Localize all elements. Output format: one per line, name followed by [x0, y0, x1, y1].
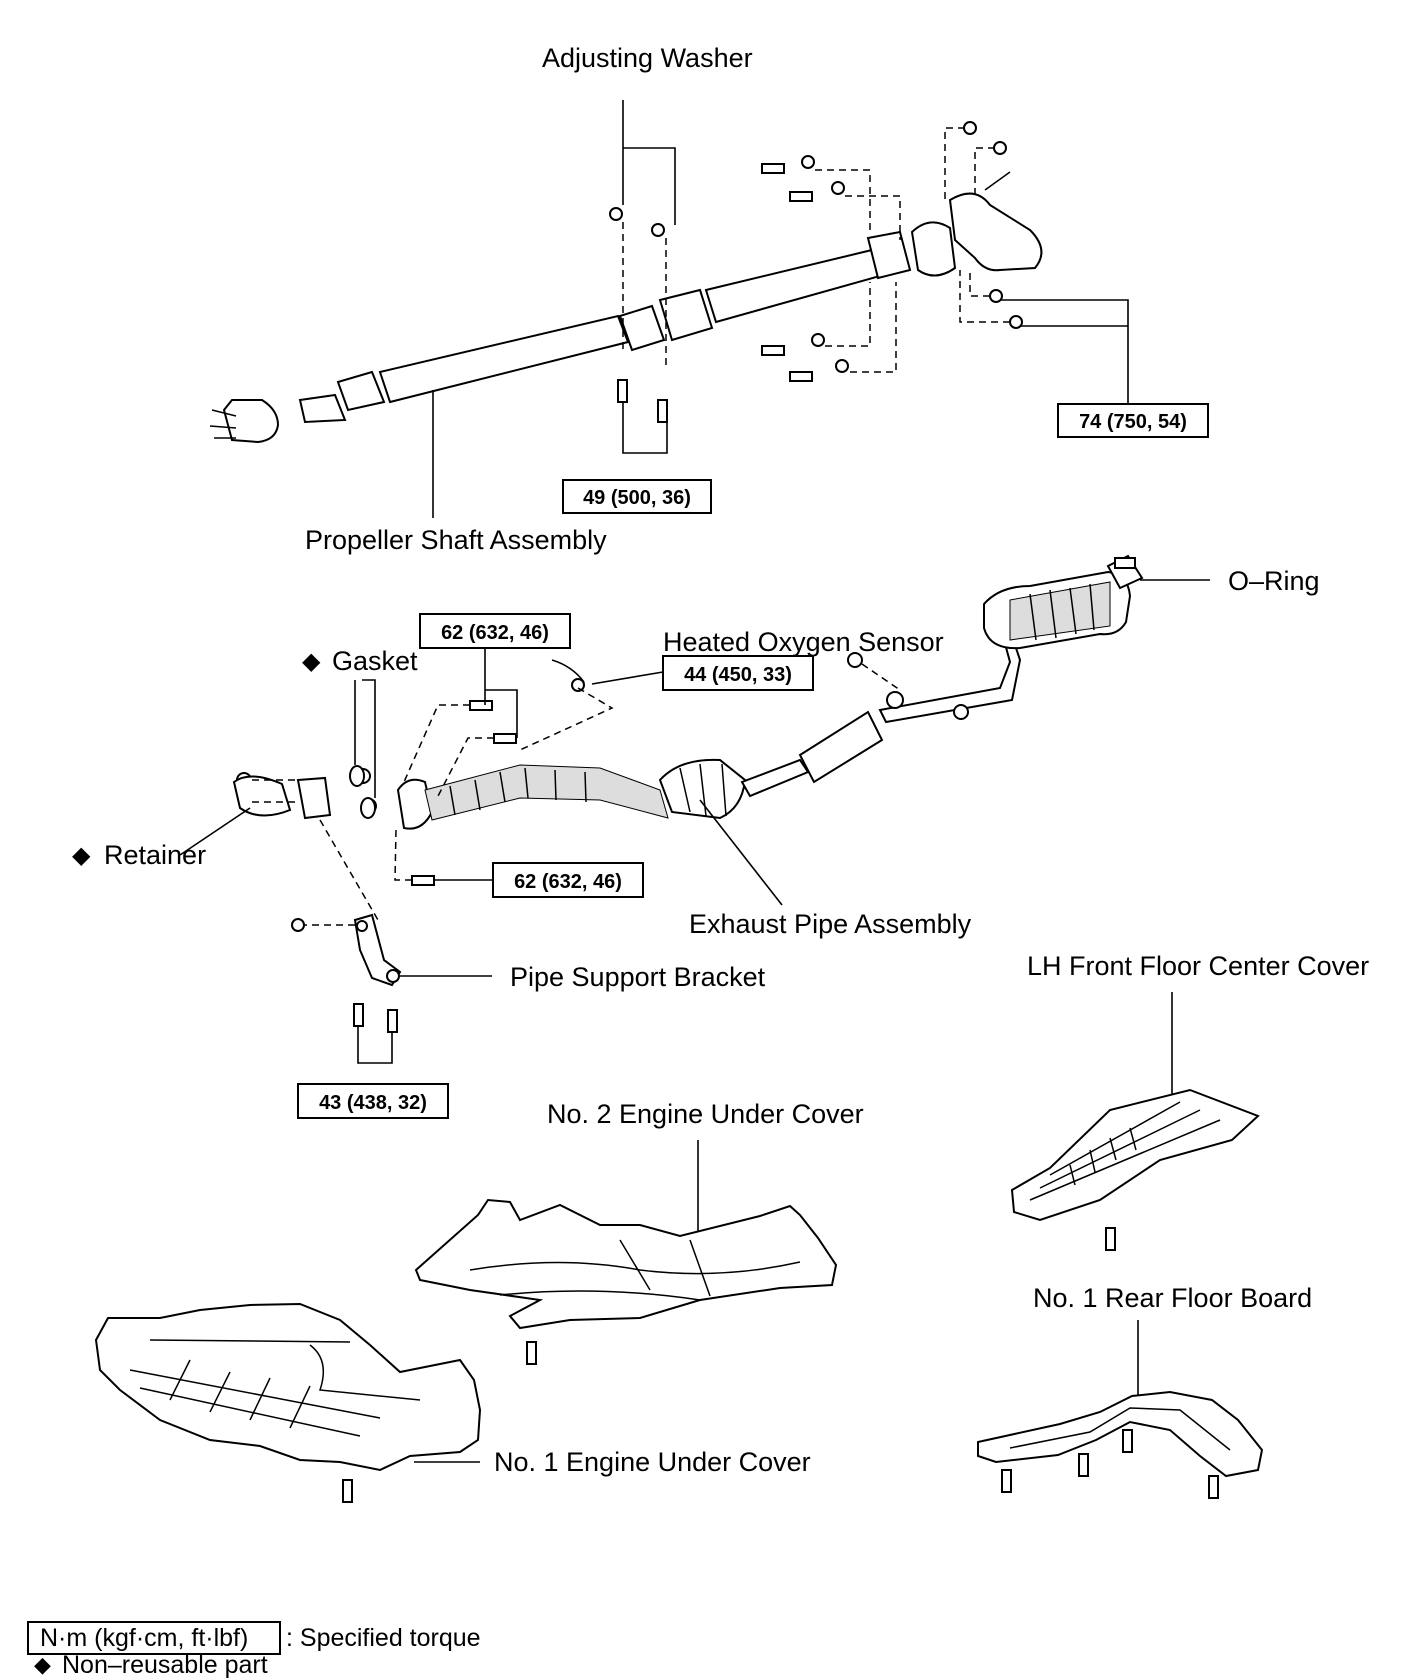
no1-engine-under-cover-label: No. 1 Engine Under Cover	[494, 1447, 811, 1477]
torque-manifold-bottom: 62 (632, 46)	[514, 871, 622, 893]
torque-bracket: 43 (438, 32)	[319, 1092, 427, 1114]
shaft-fasteners	[609, 121, 1023, 423]
torque-shaft-flange: 74 (750, 54)	[1079, 411, 1187, 433]
heated-oxygen-sensor-label: Heated Oxygen Sensor	[663, 627, 944, 657]
gasket-ring-a	[349, 765, 365, 787]
propeller-shaft-drawing	[209, 171, 1043, 444]
gasket-diamond: ◆	[302, 648, 321, 675]
legend-diamond-icon: ◆	[34, 1652, 51, 1677]
no1-rear-floor-board-label: No. 1 Rear Floor Board	[1033, 1283, 1312, 1313]
shaft-dashed-lines	[622, 127, 1010, 373]
torque-box-shaft-flange	[1057, 403, 1209, 438]
exhaust-pipe-drawing	[396, 554, 1144, 830]
no2-engine-under-cover-label: No. 2 Engine Under Cover	[547, 1099, 864, 1129]
gasket-ring-b	[360, 797, 376, 819]
torque-center-bearing: 49 (500, 36)	[583, 487, 691, 509]
retainer-label: Retainer	[104, 840, 206, 870]
lh-front-floor-center-cover-label: LH Front Floor Center Cover	[1027, 951, 1369, 981]
retainer-leader	[179, 807, 251, 856]
torque-box-center-bearing	[562, 479, 712, 514]
torque-manifold-top: 62 (632, 46)	[441, 622, 549, 644]
exhaust-dashed-lines	[252, 663, 901, 926]
oxygen-sensor-leader	[591, 671, 664, 685]
torque-49-leader	[622, 402, 668, 454]
lh-front-floor-center-cover-drawing	[1010, 1088, 1260, 1251]
legend-torque-text: : Specified torque	[286, 1624, 481, 1652]
pipe-support-bracket-drawing	[291, 913, 402, 1033]
pipe-support-bracket-label: Pipe Support Bracket	[510, 962, 766, 992]
torque-box-oxygen-sensor	[662, 655, 814, 691]
o-ring-label: O–Ring	[1228, 566, 1320, 596]
legend: N·m (kgf·cm, ft·lbf) : Specified torque …	[27, 1621, 481, 1678]
no1-rear-floor-board-drawing	[977, 1390, 1264, 1499]
adjusting-washer-label: Adjusting Washer	[542, 43, 753, 73]
legend-nonreusable-text: Non–reusable part	[62, 1651, 268, 1678]
legend-torque-box	[27, 1621, 281, 1655]
propeller-shaft-label: Propeller Shaft Assembly	[305, 525, 607, 555]
gasket-leader	[354, 679, 376, 798]
adjusting-washer-leader	[622, 100, 676, 225]
torque-box-manifold-bottom	[492, 862, 644, 898]
torque-62-top-leader	[484, 648, 518, 738]
no1-engine-under-cover-drawing	[94, 1302, 482, 1503]
exhaust-pipe-label: Exhaust Pipe Assembly	[689, 909, 972, 939]
oxygen-sensor-wire	[551, 659, 585, 683]
exhaust-pipe-leader	[699, 799, 783, 906]
torque-74-leader	[1000, 299, 1129, 404]
no2-engine-under-cover-drawing	[414, 1198, 838, 1365]
legend-torque-unit: N·m (kgf·cm, ft·lbf)	[40, 1624, 248, 1652]
retainer-diamond: ◆	[72, 842, 91, 869]
torque-oxygen-sensor: 44 (450, 33)	[684, 664, 792, 686]
torque-43-leader	[357, 1026, 393, 1064]
torque-box-manifold-top	[419, 613, 571, 649]
torque-box-bracket	[297, 1083, 449, 1119]
gasket-label: Gasket	[332, 646, 418, 676]
